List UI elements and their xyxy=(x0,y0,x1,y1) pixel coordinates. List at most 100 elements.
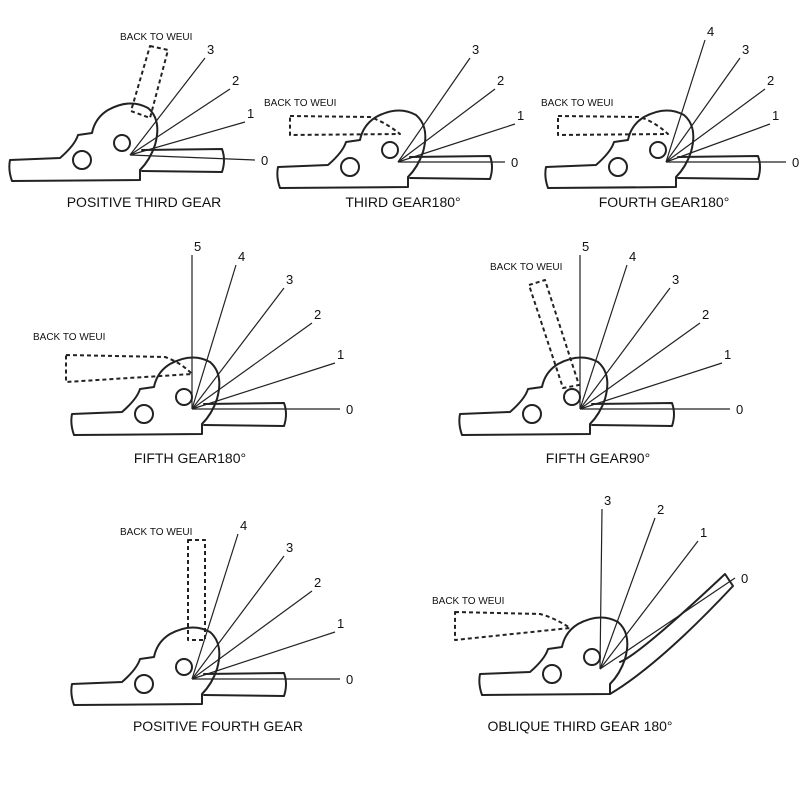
gear-angle-ray xyxy=(129,121,246,156)
gear-angle-label: 3 xyxy=(742,42,749,57)
gear-base-outline xyxy=(544,109,695,189)
gear-angle-label: 3 xyxy=(207,42,214,57)
gear-angle-ray xyxy=(665,123,771,163)
panel-caption: POSITIVE FOURTH GEAR xyxy=(133,718,303,734)
back-to-weui-label: BACK TO WEUI xyxy=(264,98,336,109)
gear-angle-ray xyxy=(599,508,603,670)
back-to-weui-label: BACK TO WEUI xyxy=(120,32,192,43)
gear-angle-label: 3 xyxy=(286,540,293,555)
gear-angle-label: 1 xyxy=(337,347,344,362)
gear-arm-outline xyxy=(141,148,225,173)
gear-angle-ray xyxy=(599,517,656,670)
gear-angle-label: 1 xyxy=(247,106,254,121)
gear-angle-label: 0 xyxy=(511,155,518,170)
gear-angle-label: 5 xyxy=(582,239,589,254)
panel-caption: FIFTH GEAR180° xyxy=(134,450,246,466)
gear-angle-label: 3 xyxy=(472,42,479,57)
gear-angle-label: 0 xyxy=(736,402,743,417)
back-to-weui-label: BACK TO WEUI xyxy=(541,98,613,109)
gear-arm-outline xyxy=(203,672,287,697)
pivot-hole-left xyxy=(340,157,360,177)
gear-angle-label: 2 xyxy=(767,73,774,88)
pivot-hole-right xyxy=(649,141,667,159)
gear-angle-ray xyxy=(129,57,206,156)
pivot-hole-right xyxy=(175,388,193,406)
back-position-outline xyxy=(65,354,193,383)
gear-angle-label: 3 xyxy=(286,272,293,287)
gear-angle-ray xyxy=(579,287,671,410)
gear-angle-label: 1 xyxy=(724,347,731,362)
gear-angle-label: 4 xyxy=(629,249,636,264)
gear-angle-label: 2 xyxy=(314,307,321,322)
gear-angle-label: 5 xyxy=(194,239,201,254)
back-position-outline xyxy=(130,45,169,119)
gear-angle-ray xyxy=(665,57,741,163)
pivot-hole-left xyxy=(542,664,562,684)
gear-angle-label: 2 xyxy=(497,73,504,88)
gear-base-outline xyxy=(458,356,609,436)
panel-caption: OBLIQUE THIRD GEAR 180° xyxy=(487,718,672,734)
gear-angle-ray xyxy=(599,577,736,670)
gear-angle-label: 4 xyxy=(707,24,714,39)
gear-angle-ray xyxy=(191,590,313,680)
gear-angle-ray xyxy=(191,362,336,410)
gear-angle-ray xyxy=(579,264,628,410)
gear-arm-outline xyxy=(409,155,493,180)
pivot-hole-right xyxy=(563,388,581,406)
gear-angle-label: 4 xyxy=(240,518,247,533)
gear-angle-ray xyxy=(397,57,471,163)
gear-angle-label: 2 xyxy=(657,502,664,517)
gear-angle-ray xyxy=(191,533,239,680)
gear-arm-outline xyxy=(677,155,761,180)
pivot-hole-left xyxy=(134,674,154,694)
gear-angle-ray xyxy=(191,264,237,410)
gear-arm-outline xyxy=(203,402,287,427)
back-position-outline xyxy=(289,115,401,136)
gear-angle-ray xyxy=(191,287,285,410)
back-position-outline xyxy=(454,611,571,641)
gear-angle-ray xyxy=(191,631,336,680)
gear-angle-label: 2 xyxy=(232,73,239,88)
back-to-weui-label: BACK TO WEUI xyxy=(432,596,504,607)
gear-angle-ray xyxy=(397,123,516,163)
pivot-hole-right xyxy=(113,134,131,152)
gear-base-outline xyxy=(8,102,159,182)
gear-angle-label: 4 xyxy=(238,249,245,264)
pivot-hole-left xyxy=(134,404,154,424)
gear-angle-ray xyxy=(191,555,285,680)
gear-angle-ray xyxy=(579,322,701,410)
back-position-outline xyxy=(187,539,206,641)
panel-caption: FIFTH GEAR90° xyxy=(546,450,650,466)
gear-base-outline xyxy=(70,626,221,706)
gear-angle-ray xyxy=(397,88,496,163)
gear-angle-label: 1 xyxy=(700,525,707,540)
pivot-hole-right xyxy=(583,648,601,666)
gear-angle-label: 0 xyxy=(792,155,799,170)
gear-angle-ray xyxy=(665,88,766,163)
gear-angle-label: 0 xyxy=(346,402,353,417)
back-to-weui-label: BACK TO WEUI xyxy=(120,527,192,538)
back-position-outline xyxy=(528,279,580,389)
gear-angle-ray xyxy=(599,540,699,670)
gear-base-outline xyxy=(70,356,221,436)
gear-angle-label: 3 xyxy=(672,272,679,287)
pivot-hole-left xyxy=(72,150,92,170)
pivot-hole-left xyxy=(522,404,542,424)
gear-arm-outline xyxy=(591,402,675,427)
gear-angle-label: 0 xyxy=(741,571,748,586)
pivot-hole-right xyxy=(175,658,193,676)
gear-arm-outline xyxy=(609,573,734,695)
gear-angle-ray xyxy=(191,322,313,410)
gear-angle-label: 1 xyxy=(517,108,524,123)
panel-caption: FOURTH GEAR180° xyxy=(599,194,730,210)
gear-angle-ray xyxy=(579,362,723,410)
gear-angle-label: 3 xyxy=(604,493,611,508)
